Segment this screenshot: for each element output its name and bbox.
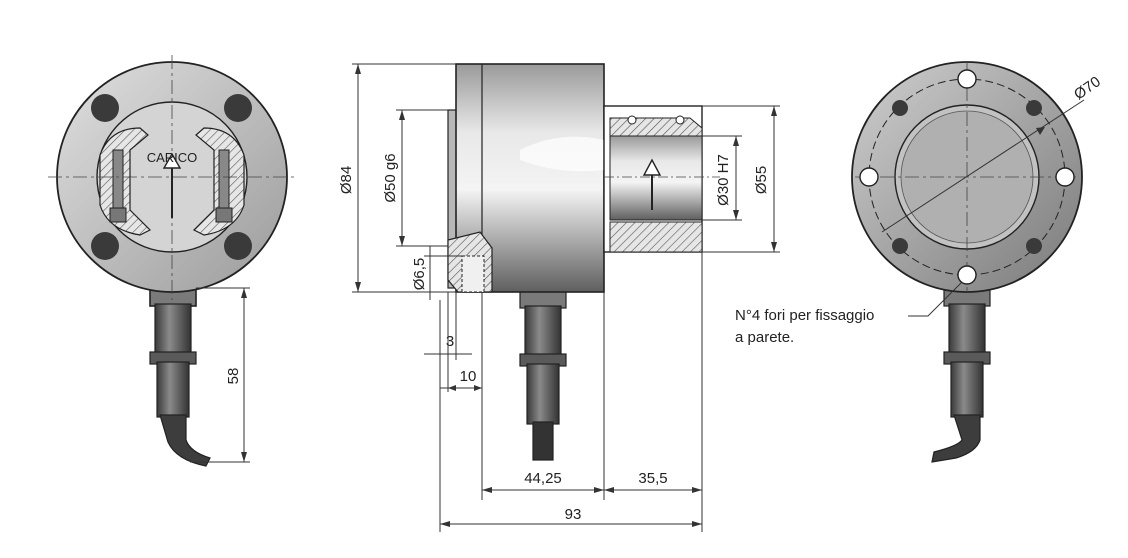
svg-text:Ø50 g6: Ø50 g6 [382, 153, 399, 202]
note-line-2: a parete. [735, 329, 794, 346]
dimension-10: 10 [440, 292, 483, 500]
svg-text:Ø6,5: Ø6,5 [411, 258, 428, 291]
cable-connector-middle [519, 289, 567, 461]
mount-hole-icon [91, 94, 119, 122]
dimension-93: 93 [439, 300, 702, 532]
mount-hole-icon [1026, 238, 1042, 254]
dimension-3: 3 [424, 292, 472, 392]
mount-hole-icon [892, 238, 908, 254]
side-view: Ø84 Ø50 g6 Ø6,5 3 [338, 63, 780, 532]
cable-connector-left [149, 287, 211, 467]
svg-text:3: 3 [446, 333, 454, 350]
svg-text:93: 93 [565, 506, 582, 523]
mount-hole-icon [224, 94, 252, 122]
dimension-58: 58 [190, 287, 250, 463]
mount-hole-icon [1026, 100, 1042, 116]
mount-hole-icon [91, 232, 119, 260]
dimension-44-25: 44,25 [482, 292, 605, 500]
note-leader [908, 281, 963, 317]
svg-text:Ø70: Ø70 [1071, 73, 1104, 103]
cable-connector-right [931, 287, 991, 463]
load-arrow-icon [162, 152, 182, 218]
svg-text:35,5: 35,5 [638, 470, 667, 487]
rear-view: Ø70 [851, 61, 1104, 463]
label-carico: CARICO [147, 150, 198, 165]
fixing-hole-icon [859, 167, 879, 187]
mount-hole-icon [892, 100, 908, 116]
note-line-1: N°4 fori per fissaggio [735, 307, 874, 324]
fixing-hole-icon [1055, 167, 1075, 187]
svg-text:58: 58 [225, 368, 242, 385]
load-arrow-icon [642, 158, 662, 210]
svg-text:Ø84: Ø84 [338, 166, 355, 194]
mount-hole-icon [224, 232, 252, 260]
front-view: CARICO 58 [48, 55, 298, 467]
dimension-d55: Ø55 [702, 105, 780, 253]
dimension-d50g6: Ø50 g6 [382, 109, 448, 247]
fixing-hole-icon [957, 69, 977, 89]
svg-text:44,25: 44,25 [524, 470, 562, 487]
svg-text:Ø30 H7: Ø30 H7 [715, 154, 732, 206]
dimension-35-5: 35,5 [604, 252, 703, 532]
svg-text:10: 10 [460, 368, 477, 385]
svg-text:Ø55: Ø55 [753, 166, 770, 194]
fixing-hole-icon [957, 265, 977, 285]
dimension-d84: Ø84 [338, 63, 456, 293]
dimension-d30h7: Ø30 H7 [702, 135, 742, 221]
